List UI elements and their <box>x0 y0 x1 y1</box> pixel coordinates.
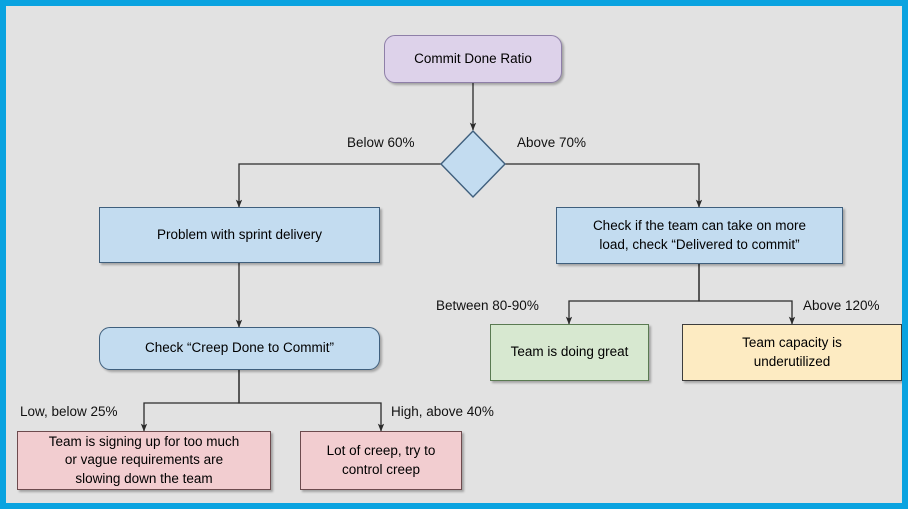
edge-label-between-80-90: Between 80-90% <box>436 298 539 313</box>
node-label-line-1: Lot of creep, try to <box>326 442 436 458</box>
edge-label-high-above-40: High, above 40% <box>391 404 494 419</box>
edge-label-low-below-25: Low, below 25% <box>20 404 118 419</box>
node-label: Team is doing great <box>510 344 629 360</box>
edge-creep-to-signing-up <box>140 370 240 432</box>
edge-creep-to-lot-of-creep <box>238 370 385 432</box>
node-commit-done-ratio[interactable]: Commit Done Ratio <box>384 35 562 83</box>
edge-label-below-60: Below 60% <box>347 135 415 150</box>
node-lot-of-creep[interactable]: Lot of creep, try to control creep <box>300 431 462 490</box>
node-label-line-2: underutilized <box>753 353 831 369</box>
edge-label-above-70: Above 70% <box>517 135 587 150</box>
node-check-creep-done-to-commit[interactable]: Check “Creep Done to Commit” <box>99 327 380 370</box>
node-label-line-2: or vague requirements are <box>64 452 224 468</box>
node-label-line-1: Check if the team can take on more <box>592 217 807 233</box>
node-label-line-1: Team capacity is <box>742 334 842 350</box>
connector-layer <box>140 83 796 432</box>
edge-label-above-120: Above 120% <box>803 298 880 313</box>
edge-capacity-to-underutilized <box>698 264 796 325</box>
edge-decision-to-problem <box>235 163 442 208</box>
node-team-capacity-underutilized[interactable]: Team capacity is underutilized <box>682 324 902 381</box>
edge-capacity-to-great <box>565 264 700 325</box>
node-label: Problem with sprint delivery <box>156 226 323 242</box>
decision-diamond <box>440 129 506 199</box>
edge-decision-to-check-capacity <box>504 163 703 208</box>
node-problem-with-sprint-delivery[interactable]: Problem with sprint delivery <box>99 207 380 263</box>
node-team-is-doing-great[interactable]: Team is doing great <box>490 324 649 381</box>
node-label-line-2: control creep <box>341 461 421 477</box>
node-label: Commit Done Ratio <box>414 50 532 66</box>
node-label-line-2: load, check “Delivered to commit” <box>599 236 800 252</box>
node-check-team-capacity[interactable]: Check if the team can take on more load,… <box>556 207 843 264</box>
node-label: Check “Creep Done to Commit” <box>144 340 335 356</box>
node-signing-up-too-much[interactable]: Team is signing up for too much or vague… <box>17 431 271 490</box>
node-label-line-3: slowing down the team <box>75 470 213 486</box>
node-label-line-1: Team is signing up for too much <box>48 433 240 449</box>
